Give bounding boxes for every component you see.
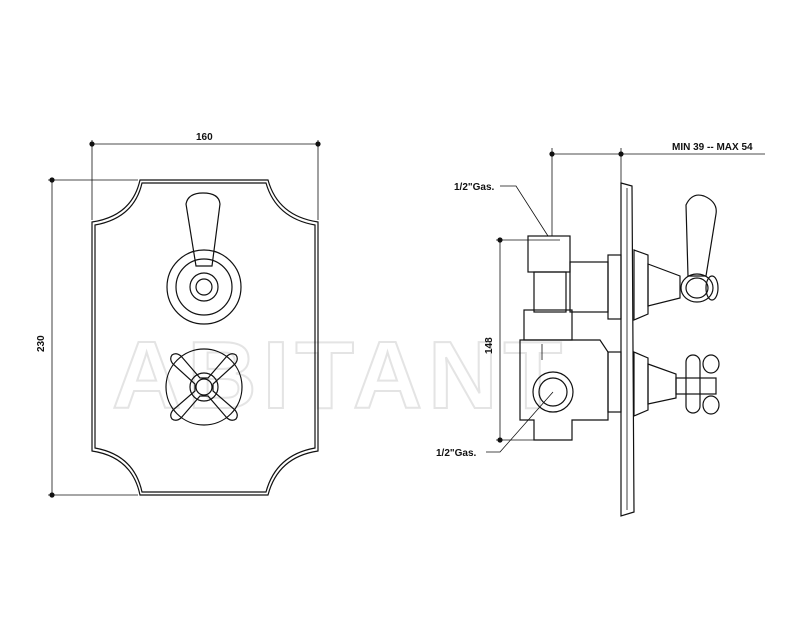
upper-trim bbox=[633, 249, 649, 321]
side-cross-handle bbox=[685, 354, 701, 414]
height-dimension-label: 230 bbox=[36, 335, 47, 352]
front-view bbox=[48, 140, 321, 498]
lever-handle bbox=[185, 192, 221, 267]
bottom-inlet-leader bbox=[486, 391, 554, 453]
side-wall-plate bbox=[620, 182, 635, 517]
upper-escutcheon-ring bbox=[175, 258, 233, 316]
bottom-inlet-circle bbox=[532, 371, 574, 413]
lower-trim bbox=[633, 351, 649, 417]
lower-escutcheon-hub bbox=[189, 372, 219, 402]
upper-escutcheon-hub bbox=[189, 272, 219, 302]
spacing-dimension-label: 148 bbox=[484, 337, 495, 354]
upper-escutcheon-cap bbox=[195, 278, 213, 296]
upper-valve-body bbox=[527, 235, 571, 273]
side-view bbox=[486, 148, 765, 517]
upper-escutcheon-outer bbox=[166, 249, 242, 325]
depth-dimension-label: MIN 39 -- MAX 54 bbox=[672, 142, 753, 153]
side-lever-handle bbox=[685, 194, 717, 277]
lower-escutcheon-cap bbox=[195, 378, 213, 396]
bottom-inlet-label: 1/2"Gas. bbox=[436, 448, 477, 459]
top-inlet-label: 1/2"Gas. bbox=[454, 182, 495, 193]
top-inlet-leader bbox=[500, 185, 549, 237]
width-dimension-label: 160 bbox=[196, 132, 213, 143]
cross-handle bbox=[170, 353, 238, 421]
front-plate-inner-outline bbox=[94, 182, 316, 493]
lower-escutcheon-outer bbox=[165, 348, 243, 426]
front-plate-outline bbox=[91, 179, 319, 496]
